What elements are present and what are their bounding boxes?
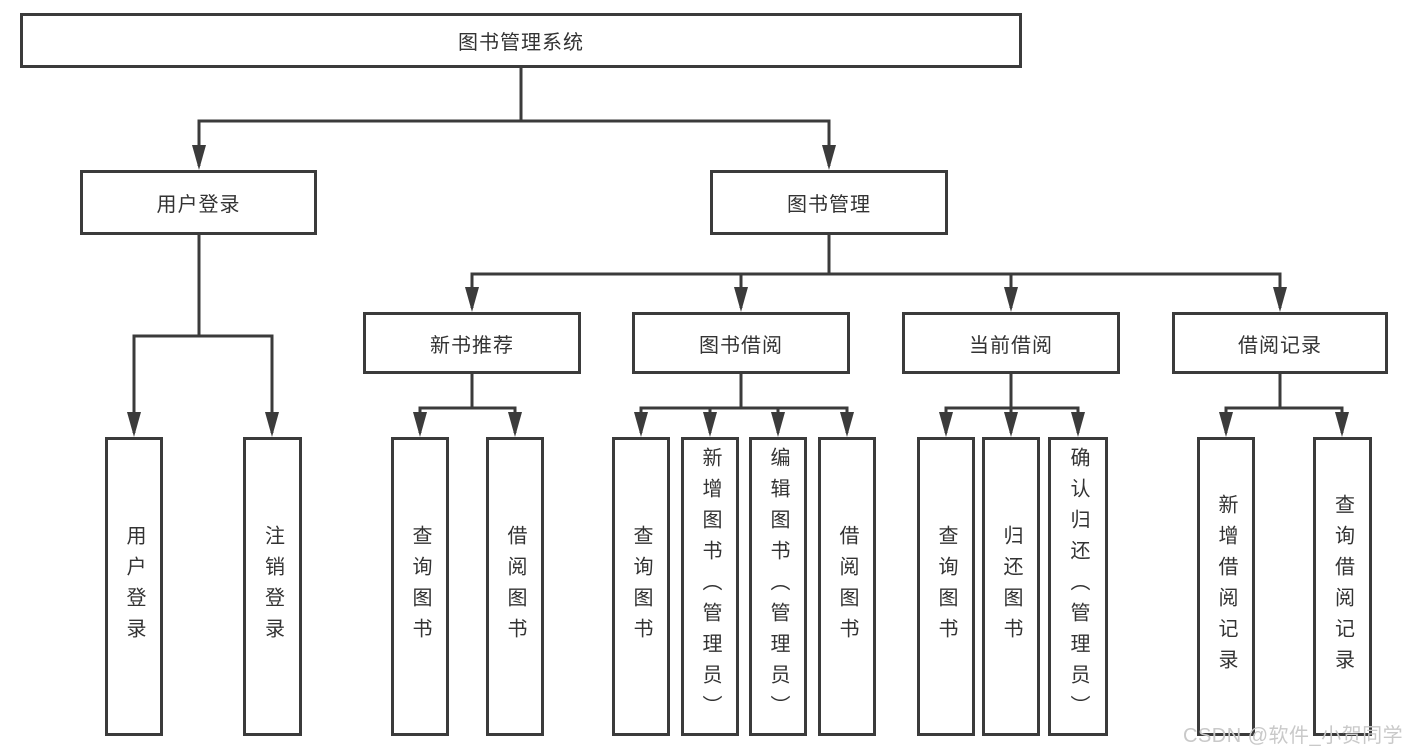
node-new-book-recommend: 新书推荐 (363, 312, 581, 374)
node-edit-books-admin: 编辑图书（管理员） (749, 437, 807, 736)
node-logout-leaf: 注销登录 (243, 437, 302, 736)
connector-arrowheads (127, 145, 1349, 437)
node-borrow-books-recommend: 借阅图书 (486, 437, 544, 736)
node-label: 借阅图书 (504, 524, 526, 649)
csdn-watermark: CSDN @软件_小贺同学 (1183, 725, 1404, 747)
node-label: 图书管理 (787, 194, 871, 216)
node-user-login-module: 用户登录 (80, 170, 317, 235)
node-label: 编辑图书（管理员） (767, 447, 789, 726)
node-label: 注销登录 (261, 524, 284, 649)
node-label: 新书推荐 (430, 334, 514, 357)
node-label: 新增借阅记录 (1215, 493, 1237, 680)
node-label: 查询图书 (935, 524, 957, 649)
node-label: 借阅图书 (836, 524, 858, 649)
node-label: 新增图书（管理员） (699, 447, 721, 726)
node-label: 确认归还（管理员） (1067, 447, 1089, 726)
node-add-borrow-record: 新增借阅记录 (1197, 437, 1255, 736)
node-label: 当前借阅 (969, 334, 1053, 357)
node-book-management-module: 图书管理 (710, 170, 948, 235)
node-borrow-books-leaf: 借阅图书 (818, 437, 876, 736)
node-confirm-return-admin: 确认归还（管理员） (1048, 437, 1108, 736)
node-label: 图书管理系统 (458, 32, 584, 54)
node-label: 用户登录 (156, 194, 241, 216)
node-label: 借阅记录 (1238, 334, 1322, 357)
node-label: 查询图书 (630, 524, 652, 649)
node-book-borrowing: 图书借阅 (632, 312, 850, 374)
node-query-borrow-record: 查询借阅记录 (1313, 437, 1372, 736)
node-library-management-system: 图书管理系统 (20, 13, 1022, 68)
node-borrowing-records: 借阅记录 (1172, 312, 1388, 374)
node-query-books-borrowing: 查询图书 (612, 437, 670, 736)
node-label: 用户登录 (123, 524, 145, 649)
node-query-books-recommend: 查询图书 (391, 437, 449, 736)
node-return-books: 归还图书 (982, 437, 1040, 736)
node-query-books-current: 查询图书 (917, 437, 975, 736)
node-label: 查询借阅记录 (1331, 493, 1354, 680)
node-add-books-admin: 新增图书（管理员） (681, 437, 739, 736)
node-label: 归还图书 (1000, 524, 1022, 649)
node-label: 图书借阅 (699, 334, 783, 357)
node-user-login-leaf: 用户登录 (105, 437, 163, 736)
node-current-borrowing: 当前借阅 (902, 312, 1120, 374)
connector-paths (132, 68, 1344, 433)
node-label: 查询图书 (409, 524, 431, 649)
